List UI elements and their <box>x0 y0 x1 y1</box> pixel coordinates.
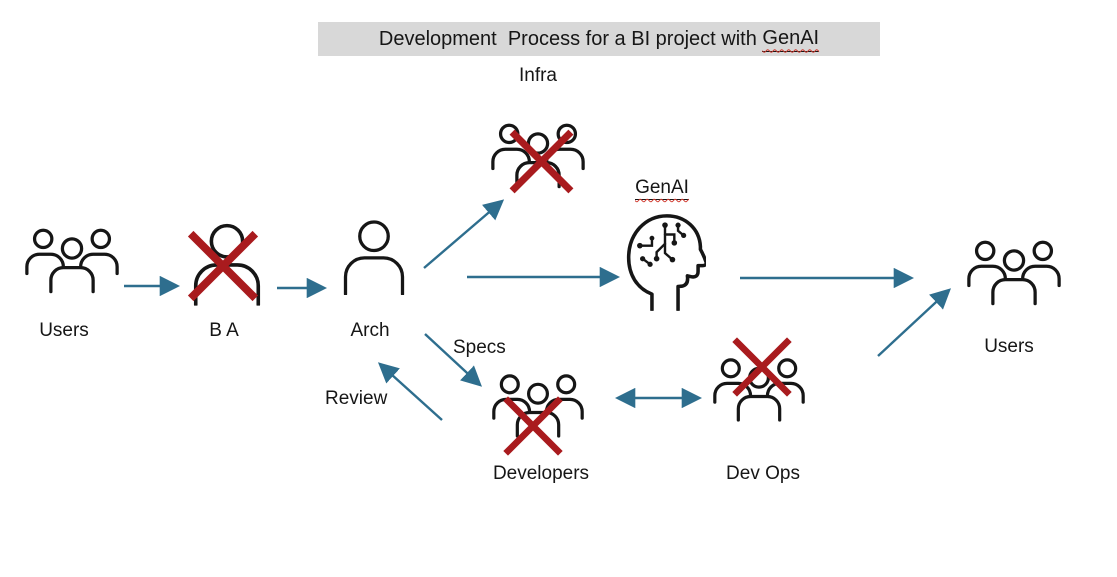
ba-red-cross-icon <box>184 227 262 305</box>
infra-label: Infra <box>518 65 558 86</box>
infra-red-cross-icon <box>506 126 577 197</box>
users-right-group-icon <box>966 238 1062 306</box>
genai-ai-head-circuit-icon <box>624 212 706 311</box>
diagram-title: Development Process for a BI project wit… <box>318 22 880 56</box>
arrow-review-developers-to-arch <box>377 362 443 421</box>
devops-label: Dev Ops <box>726 463 800 484</box>
devops-red-cross-icon <box>728 334 796 400</box>
arch-label: Arch <box>350 320 390 341</box>
users-right-label: Users <box>984 336 1034 357</box>
users-left-label: Users <box>39 320 89 341</box>
ba-label: B A <box>209 320 239 341</box>
arrow-arch-to-infra <box>423 199 505 269</box>
arch-person-icon <box>338 219 410 295</box>
arrow-devops-to-users <box>877 288 951 357</box>
diagram-title-text: Development Process for a BI project wit… <box>378 27 763 50</box>
diagram-title-genai-word: GenAI <box>762 27 820 52</box>
specs-edge-label: Specs <box>453 337 506 358</box>
arrow-specs-arch-to-developers <box>424 333 482 387</box>
genai-label-text: GenAI <box>635 177 689 200</box>
review-edge-label: Review <box>325 388 388 409</box>
genai-label: GenAI <box>612 177 712 200</box>
developers-label: Developers <box>492 463 590 484</box>
users-left-group-icon <box>24 226 120 294</box>
developers-red-cross-icon <box>499 393 567 459</box>
